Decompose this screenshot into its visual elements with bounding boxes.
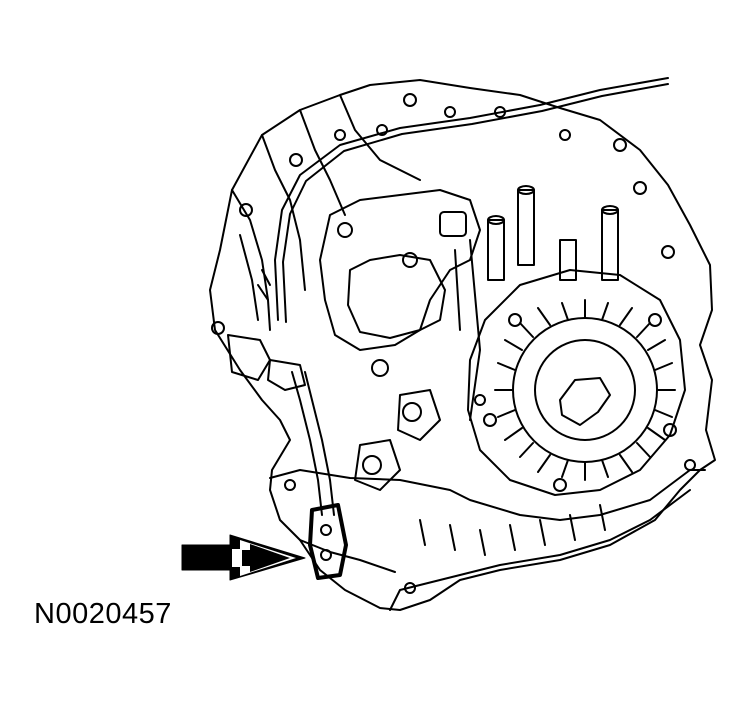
solenoid-posts [454, 185, 619, 421]
valve-body [319, 189, 481, 491]
range-sensor-bracket [227, 334, 348, 580]
figure-id-label: N0020457 [34, 598, 172, 630]
end-cover [467, 269, 686, 496]
bellhousing-ribs [211, 93, 675, 335]
arrow-head [242, 544, 290, 572]
shift-cable [257, 77, 669, 323]
oil-pan-details [284, 459, 696, 594]
pointer-arrow [181, 534, 306, 581]
transmission-housing [209, 79, 716, 611]
